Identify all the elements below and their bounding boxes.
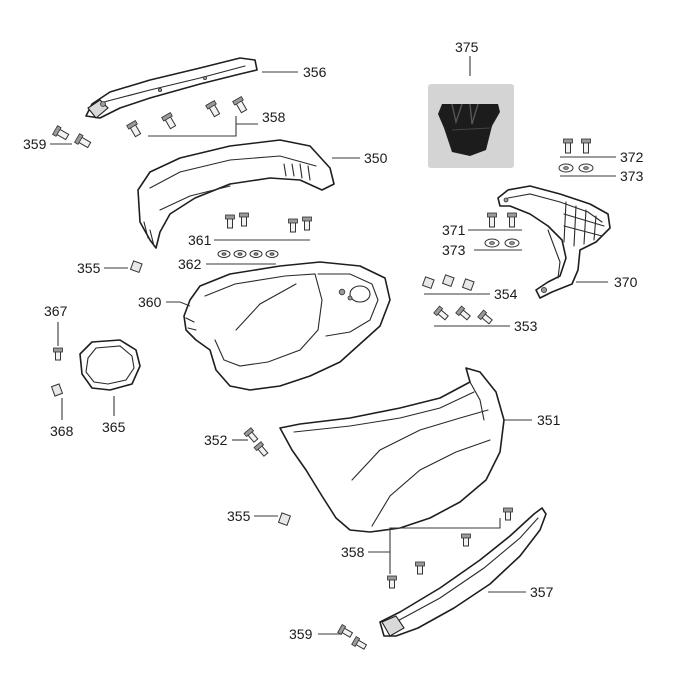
part-350-inner-cover (137, 139, 335, 249)
label-359-top: 359 (23, 136, 47, 152)
part-368-clip (50, 383, 64, 397)
part-353-screws (433, 305, 493, 325)
label-357: 357 (530, 584, 554, 600)
part-372-bolts (563, 138, 591, 154)
label-351: 351 (537, 412, 561, 428)
part-354-clips (421, 274, 475, 292)
label-356: 356 (303, 64, 327, 80)
part-373-washers-lower (484, 238, 520, 248)
part-361-screws (225, 212, 312, 233)
label-352: 352 (204, 432, 228, 448)
label-360: 360 (138, 294, 162, 310)
part-362-washers (217, 250, 279, 258)
label-359-bottom: 359 (289, 626, 313, 642)
leader-lines (50, 56, 616, 635)
part-352-screws (243, 427, 269, 457)
part-371-bolts (487, 212, 517, 228)
part-351-front-panel (279, 367, 505, 533)
part-358-screws-lower (387, 507, 513, 589)
label-373-lower: 373 (442, 242, 466, 258)
label-361: 361 (188, 232, 212, 248)
label-358-top: 358 (262, 109, 286, 125)
label-365: 365 (102, 419, 126, 435)
label-354: 354 (494, 286, 518, 302)
label-367: 367 (44, 303, 68, 319)
part-359-screws-top (52, 125, 92, 149)
part-358-screws-top (126, 96, 248, 138)
part-373-washers-upper (558, 163, 594, 173)
part-355-clip-lower (277, 512, 292, 527)
label-368: 368 (50, 423, 74, 439)
part-375-photo (428, 84, 514, 168)
part-367-screw (53, 347, 63, 361)
photo-bracket (438, 104, 500, 156)
part-labels: 356 358 359 350 375 372 373 371 373 370 … (23, 39, 644, 642)
part-357-side-strip (379, 507, 547, 637)
leader-360 (166, 301, 191, 307)
label-375: 375 (455, 39, 479, 55)
label-358-lower: 358 (341, 544, 365, 560)
label-350: 350 (364, 150, 388, 166)
label-372: 372 (620, 149, 644, 165)
label-355-upper: 355 (77, 260, 101, 276)
part-359-screws-bottom (337, 624, 368, 650)
label-355-lower: 355 (227, 508, 251, 524)
part-365-lid (79, 339, 141, 391)
label-373-upper: 373 (620, 168, 644, 184)
part-360-storage-bin (183, 261, 391, 391)
label-370: 370 (614, 274, 638, 290)
part-370-carrier-rack (497, 185, 611, 299)
label-362: 362 (178, 256, 202, 272)
leader-358-top (148, 116, 258, 137)
label-371: 371 (442, 222, 466, 238)
leader-358-lower (368, 518, 501, 574)
label-353: 353 (514, 318, 538, 334)
part-356-rear-trim (85, 57, 258, 119)
part-355-clip-upper (129, 260, 143, 274)
